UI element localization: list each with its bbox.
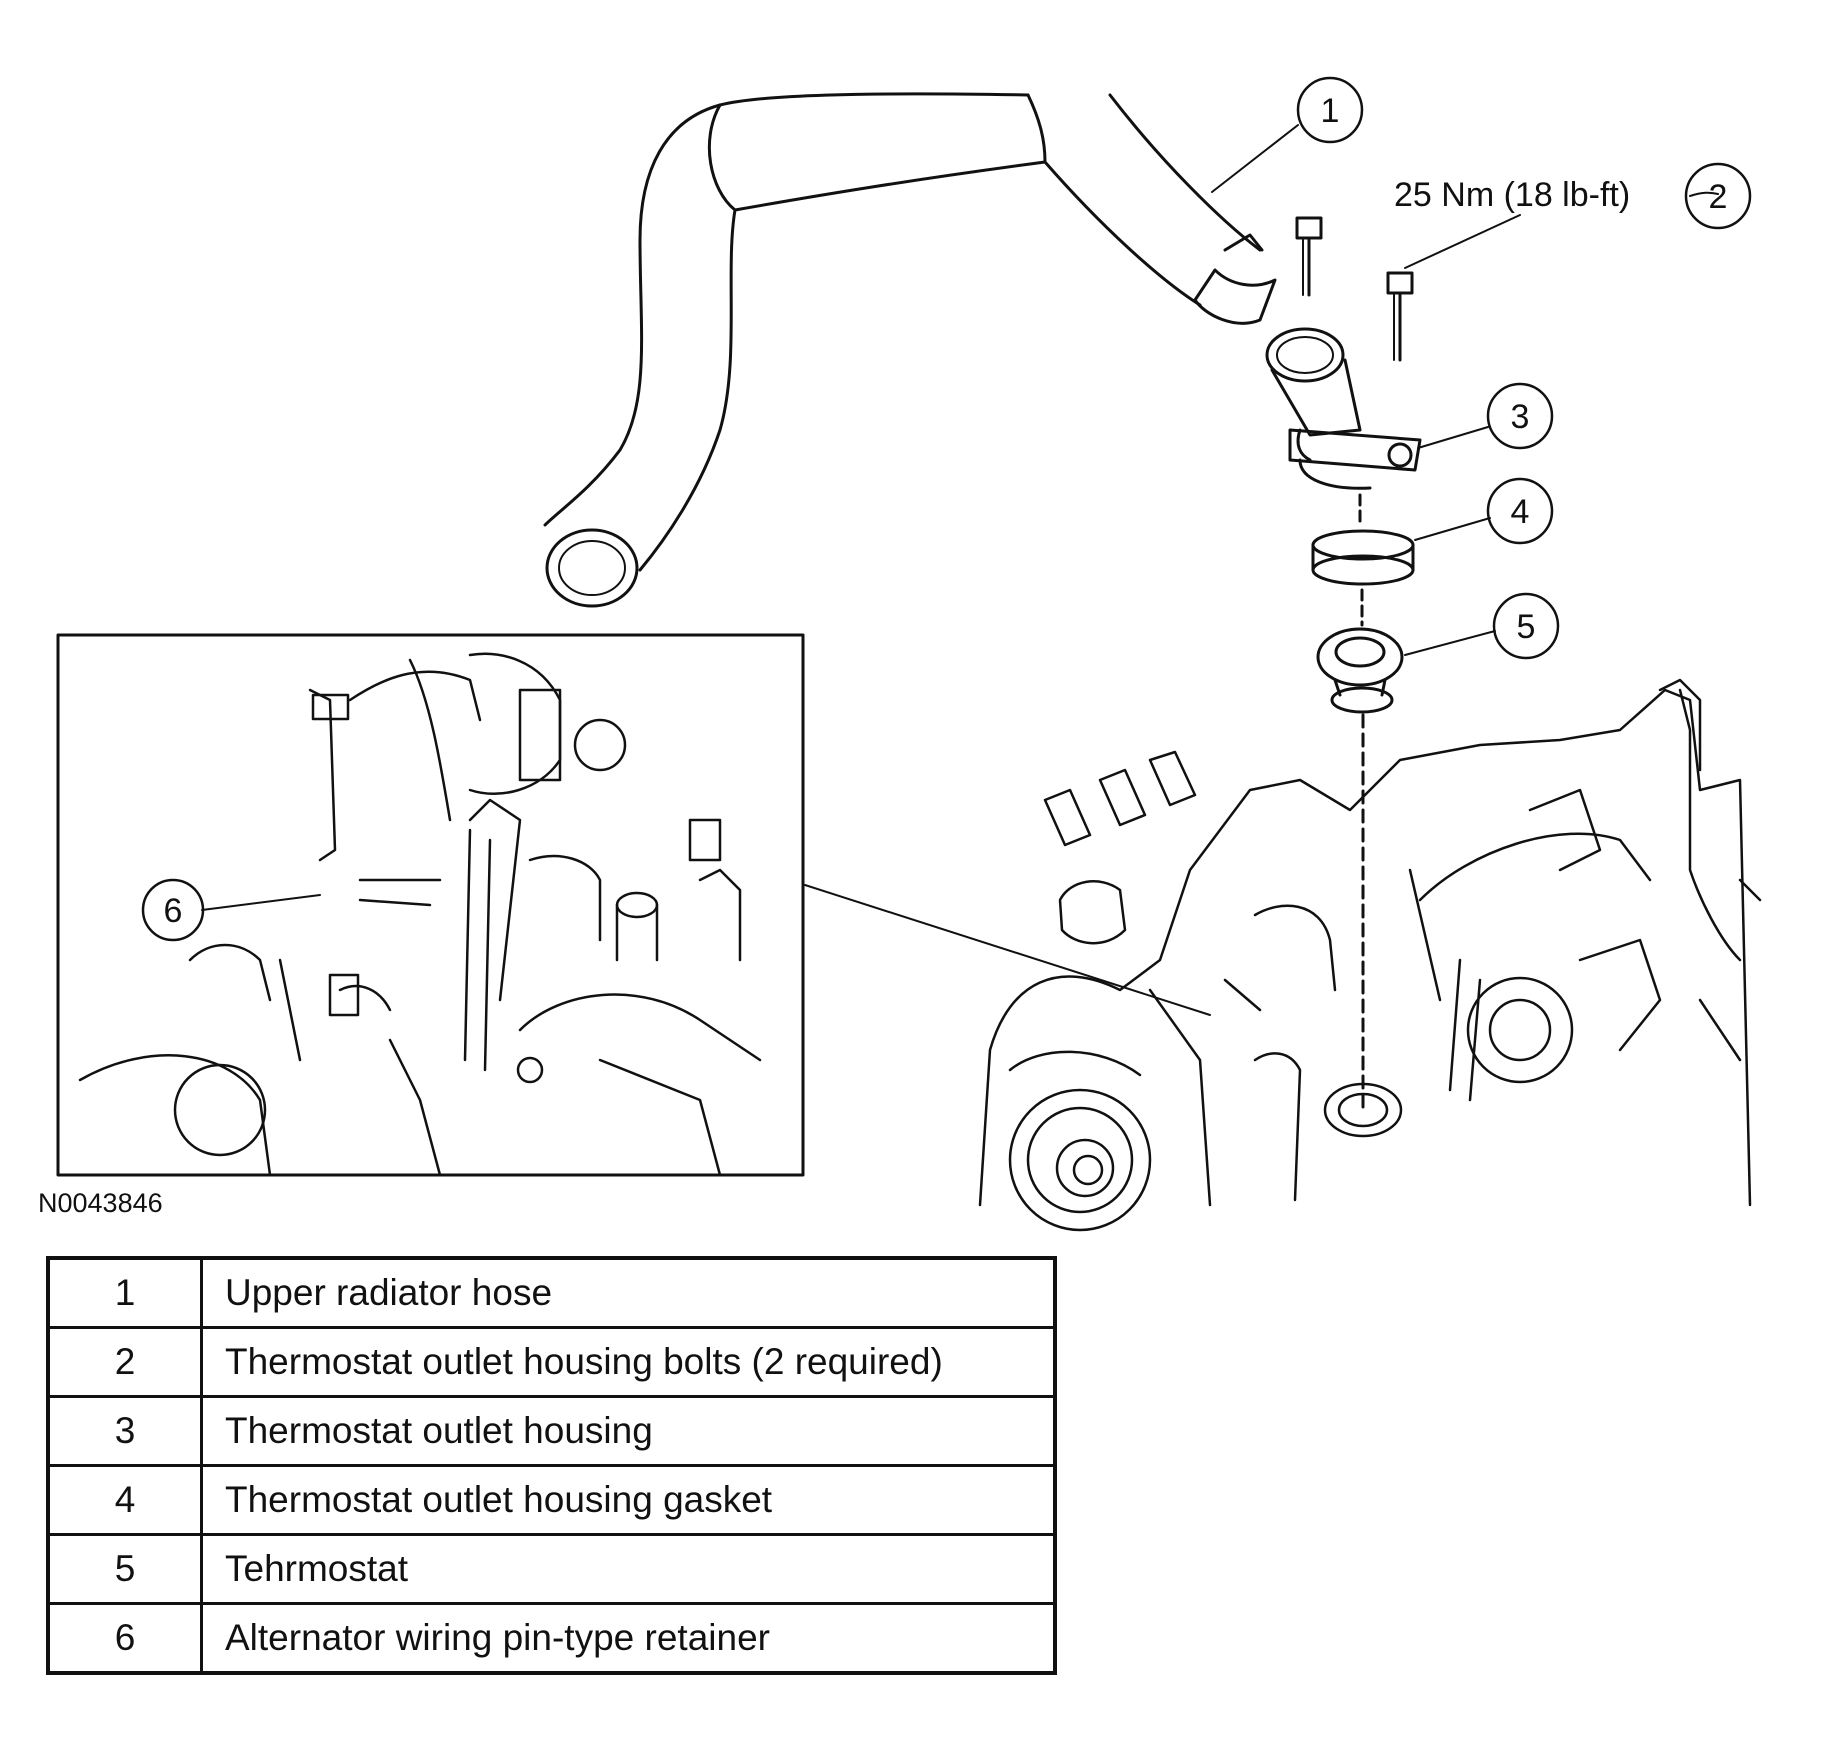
svg-text:1: 1 (1321, 92, 1340, 130)
legend-number: 2 (46, 1326, 203, 1398)
table-row: 1 Upper radiator hose (46, 1256, 1057, 1329)
thermostat-housing-gasket (1311, 529, 1415, 586)
thermostat (1316, 627, 1404, 714)
legend-description: Upper radiator hose (200, 1256, 1057, 1329)
callout-2: 2 (1684, 162, 1752, 230)
table-row: 5 Tehrmostat (46, 1533, 1057, 1605)
torque-spec: 25 Nm (18 lb-ft) (1394, 176, 1631, 214)
table-row: 4 Thermostat outlet housing gasket (46, 1464, 1057, 1536)
legend-description: Thermostat outlet housing (200, 1395, 1057, 1467)
legend-number: 4 (46, 1464, 203, 1536)
svg-text:5: 5 (1517, 608, 1536, 646)
callout-5: 5 (1492, 592, 1560, 660)
leader-lines (201, 124, 1521, 911)
legend-number: 5 (46, 1533, 203, 1605)
engine-illustration (978, 678, 1762, 1232)
legend-number: 6 (46, 1602, 203, 1675)
legend-number: 3 (46, 1395, 203, 1467)
svg-text:2: 2 (1709, 178, 1728, 216)
svg-text:4: 4 (1511, 493, 1530, 531)
table-row: 2 Thermostat outlet housing bolts (2 req… (46, 1326, 1057, 1398)
callout-3: 3 (1486, 382, 1554, 450)
legend-description: Thermostat outlet housing bolts (2 requi… (200, 1326, 1057, 1398)
thermostat-housing-bolts (1295, 216, 1414, 362)
figure-code: N0043846 (38, 1188, 163, 1218)
parts-legend-table: 1 Upper radiator hose 2 Thermostat outle… (46, 1256, 1057, 1675)
svg-text:3: 3 (1511, 398, 1530, 436)
svg-text:6: 6 (164, 892, 183, 930)
legend-description: Thermostat outlet housing gasket (200, 1464, 1057, 1536)
table-row: 3 Thermostat outlet housing (46, 1395, 1057, 1467)
callout-6: 6 (141, 878, 205, 942)
upper-radiator-hose (543, 92, 1277, 608)
table-row: 6 Alternator wiring pin-type retainer (46, 1602, 1057, 1675)
legend-number: 1 (46, 1256, 203, 1329)
callout-4: 4 (1486, 477, 1554, 545)
inset-detail-view (56, 633, 805, 1177)
exploded-view-diagram: 1 2 3 4 5 6 (56, 76, 1762, 1232)
legend-description: Tehrmostat (200, 1533, 1057, 1605)
thermostat-outlet-housing (1265, 327, 1422, 490)
legend-description: Alternator wiring pin-type retainer (200, 1602, 1057, 1675)
callout-1: 1 (1296, 76, 1364, 144)
